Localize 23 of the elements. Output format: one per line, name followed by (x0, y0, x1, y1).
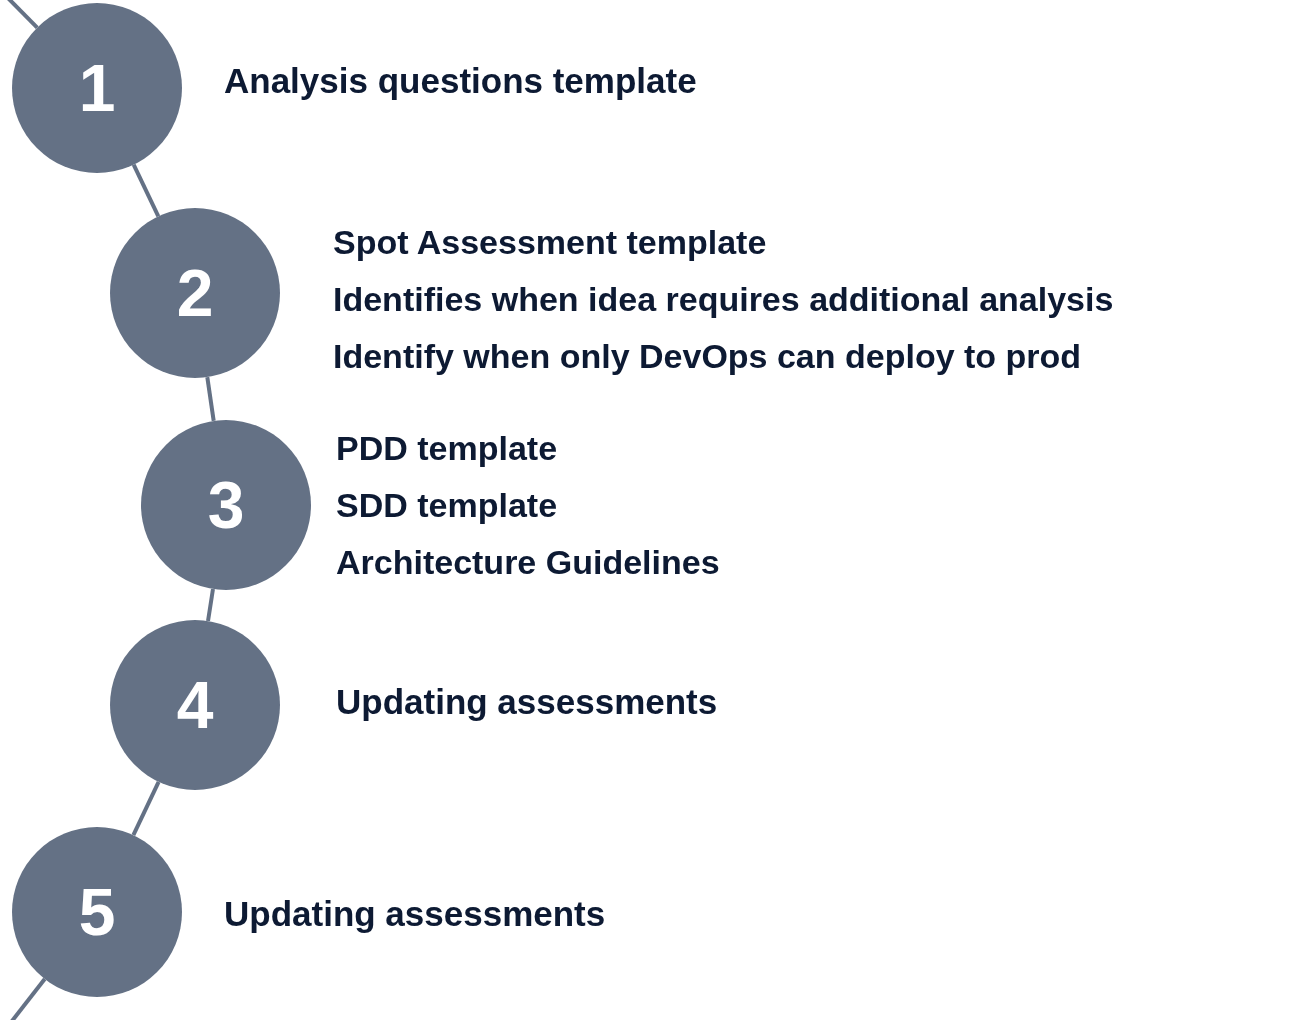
step-circle (12, 827, 182, 997)
step-description: SDD template (336, 487, 558, 525)
step-number: 5 (78, 879, 116, 945)
connector-line (131, 780, 161, 837)
step-description: Identify when only DevOps can deploy to prod (333, 338, 1082, 376)
step-description: Identifies when idea requires additional analysis (333, 281, 1114, 319)
step-description: Architecture Guidelines (336, 544, 720, 582)
step-description: Updating assessments (224, 895, 606, 934)
step-circle (12, 3, 182, 173)
step-circle (110, 620, 280, 790)
step-description: Spot Assessment template (333, 224, 767, 262)
step-number: 1 (78, 55, 116, 121)
step-number: 4 (176, 672, 214, 738)
step-number: 2 (176, 260, 214, 326)
step-description: PDD template (336, 430, 558, 468)
step-description: Updating assessments (336, 683, 718, 722)
step-number: 3 (207, 472, 245, 538)
connector-line (206, 588, 215, 622)
step-circle (141, 420, 311, 590)
connector-line (205, 376, 216, 422)
step-description: Analysis questions template (224, 62, 697, 101)
connector-line (131, 163, 161, 218)
step-circle (110, 208, 280, 378)
